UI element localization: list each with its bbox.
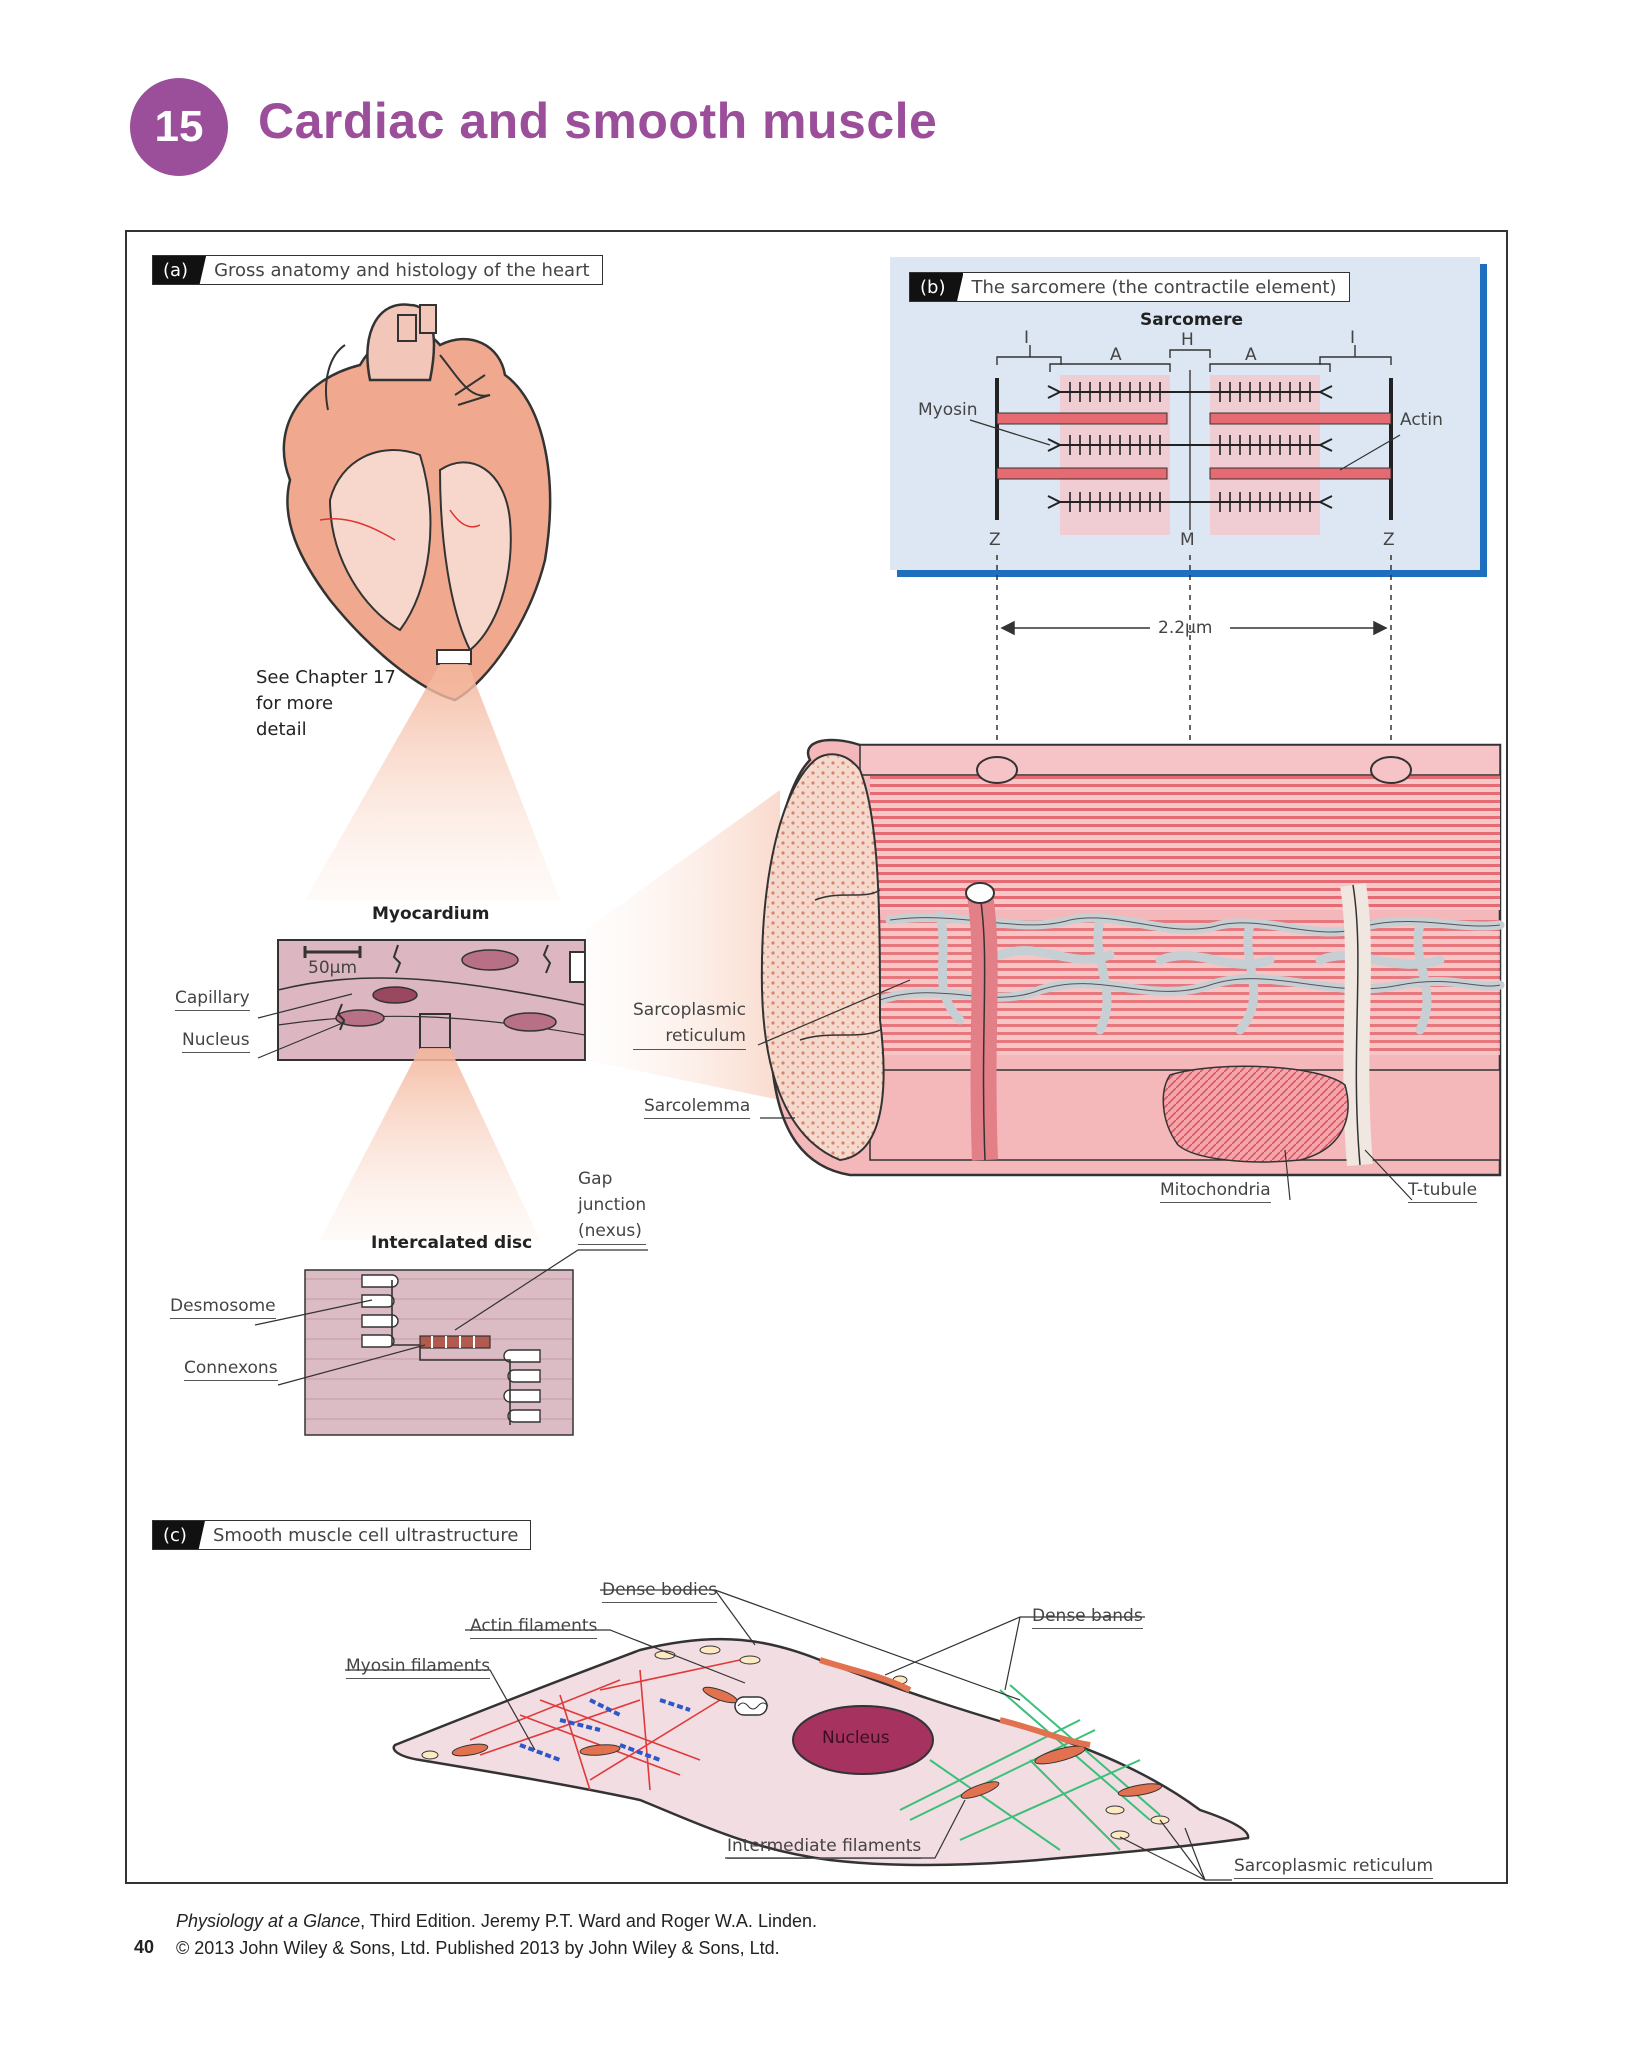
desmosome-leader (254, 1299, 373, 1326)
intermediate-filaments-label: Intermediate filaments (727, 1836, 922, 1859)
book-authors: , Third Edition. Jeremy P.T. Ward and Ro… (360, 1911, 817, 1931)
panel-b-tag: (b) The sarcomere (the contractile eleme… (909, 272, 1350, 302)
myosin-filaments-label: Myosin filaments (346, 1656, 491, 1679)
connexons-leader (277, 1344, 426, 1386)
heart-illustration (282, 303, 552, 702)
z-line-right-label: Z (1383, 530, 1395, 550)
panel-a-tag: (a) Gross anatomy and histology of the h… (152, 255, 603, 285)
nucleus-leader (257, 1021, 346, 1059)
sr-line1: Sarcoplasmic (633, 1000, 746, 1020)
chapter-title: Cardiac and smooth muscle (258, 93, 938, 149)
copyright: © 2013 John Wiley & Sons, Ltd. Published… (176, 1938, 780, 1958)
zoom-cone-fibre (585, 790, 780, 1100)
scale-bar-label: 50μm (308, 958, 358, 978)
smooth-nucleus-label: Nucleus (822, 1728, 890, 1748)
sarcomere-diagram (969, 345, 1401, 535)
smooth-sr-label: Sarcoplasmic reticulum (1234, 1856, 1434, 1879)
figure-frame (125, 230, 1508, 1884)
gap-junction-line1: Gap (578, 1169, 613, 1189)
sarcomere-guides (996, 555, 1392, 745)
panel-b-caption: The sarcomere (the contractile element) (971, 276, 1337, 298)
gap-junction-line3: (nexus) (578, 1221, 642, 1241)
z-line-left-label: Z (989, 530, 1001, 550)
panel-a-letter: (a) (153, 256, 207, 284)
ttubule-leader (1364, 1149, 1413, 1201)
dense-bands-label: Dense bands (1032, 1606, 1143, 1629)
page-number: 40 (134, 1937, 155, 1957)
panel-c-tag: (c) Smooth muscle cell ultrastructure (152, 1520, 532, 1550)
sarcomere-length-label: 2.2μm (1158, 618, 1213, 638)
cardiac-fibre (760, 738, 1505, 1177)
h-zone-label: H (1181, 330, 1194, 350)
capillary-leader (257, 993, 353, 1019)
zoom-cone-myocardium (320, 1048, 540, 1240)
i-band-left-label: I (1024, 328, 1030, 348)
heart-note: See Chapter 17 for more detail (256, 665, 396, 743)
actin-filaments-label: Actin filaments (470, 1616, 598, 1639)
ttubule-label: T-tubule (1408, 1180, 1478, 1203)
capillary-label: Capillary (175, 988, 250, 1011)
heart-note-line1: See Chapter 17 (256, 667, 396, 688)
heart-note-line3: detail (256, 719, 307, 740)
gap-junction-line2: junction (578, 1195, 647, 1215)
a-band-right-label: A (1245, 345, 1257, 365)
smooth-muscle-cell (392, 1637, 1250, 1867)
zoom-cone-heart (305, 664, 560, 900)
sarcoplasmic-reticulum-label: Sarcoplasmic reticulum (633, 997, 746, 1050)
myosin-label: Myosin (918, 400, 978, 420)
book-title: Physiology at a Glance (176, 1911, 361, 1931)
actin-label: Actin (1400, 410, 1443, 430)
connexons-label: Connexons (184, 1358, 278, 1381)
chapter-number: 15 (154, 102, 204, 151)
intercalated-disc-tissue (304, 1269, 574, 1436)
nucleus-label: Nucleus (182, 1030, 250, 1053)
heart-note-line2: for more (256, 693, 334, 714)
panel-b-letter: (b) (910, 273, 964, 301)
myocardium-title: Myocardium (372, 904, 490, 924)
mitochondria-leader (1284, 1149, 1291, 1201)
i-band-right-label: I (1350, 328, 1356, 348)
gap-junction-label: Gap junction (nexus) (578, 1166, 647, 1245)
panel-a-caption: Gross anatomy and histology of the heart (214, 259, 590, 281)
dense-bodies-label: Dense bodies (602, 1580, 718, 1603)
sr-line2: reticulum (665, 1026, 746, 1046)
sarcomere-title: Sarcomere (1140, 310, 1244, 330)
sr-leader (757, 979, 911, 1046)
intercalated-disc-title: Intercalated disc (371, 1233, 533, 1253)
mitochondria-label: Mitochondria (1160, 1180, 1271, 1203)
smooth-leaders (345, 1589, 1232, 1881)
gap-junction-leader (454, 1249, 648, 1331)
desmosome-label: Desmosome (170, 1296, 276, 1319)
sarcolemma-label: Sarcolemma (644, 1096, 751, 1119)
panel-c-letter: (c) (153, 1521, 205, 1549)
chapter-number-badge: 15 (130, 78, 228, 176)
length-arrow (1000, 620, 1388, 636)
a-band-left-label: A (1110, 345, 1122, 365)
m-line-label: M (1180, 530, 1195, 550)
panel-c-caption: Smooth muscle cell ultrastructure (212, 1524, 519, 1546)
footer-citation: Physiology at a Glance, Third Edition. J… (176, 1908, 817, 1962)
